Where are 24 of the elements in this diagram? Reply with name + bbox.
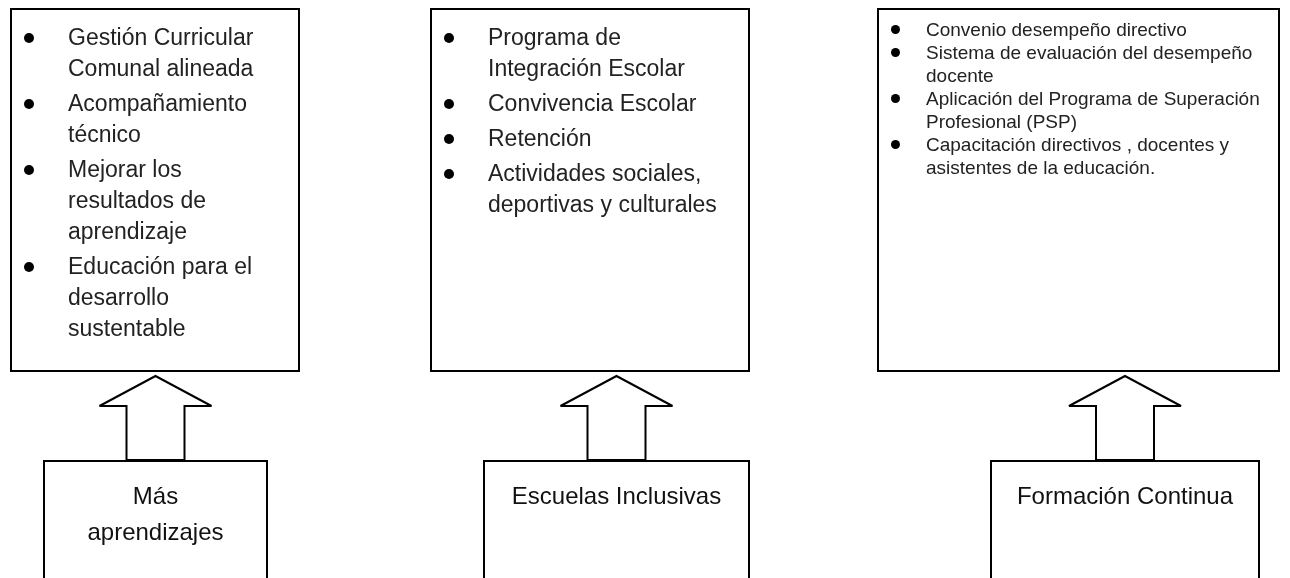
- pillar-box: [43, 460, 268, 578]
- pillar-title: Formación Continua: [1015, 481, 1235, 511]
- pillar-title: Más aprendizajes: [86, 481, 225, 547]
- block-arrow: [98, 374, 213, 461]
- block-arrow: [559, 374, 674, 461]
- list-item-text: Sistema de evaluación del desempeño docente: [926, 41, 1254, 87]
- pillar-box: [483, 460, 750, 578]
- list-item-text: Mejorar los resultados de aprendizaje: [68, 155, 208, 246]
- list-item-text: Educación para el desarrollo sustentable: [68, 252, 254, 343]
- block-arrow: [1068, 374, 1182, 461]
- list-item-text: Convenio desempeño directivo: [926, 18, 1187, 41]
- list-item-text: Gestión Curricular Comunal alineada: [68, 23, 255, 83]
- pillar-box: [990, 460, 1260, 578]
- bullet-list-box: [10, 8, 300, 372]
- list-item-text: Actividades sociales, deportivas y culturales: [488, 159, 718, 219]
- bullet-list-box: [877, 8, 1280, 372]
- list-item-text: Capacitación directivos , docentes y asistentes de la educación.: [926, 133, 1231, 179]
- list-item-text: Programa de Integración Escolar: [488, 23, 686, 83]
- bullet-list-box: [430, 8, 750, 372]
- list-item-text: Convivencia Escolar: [488, 89, 697, 118]
- list-item-text: Retención: [488, 124, 592, 153]
- list-item-text: Aplicación del Programa de Superación Profesional (PSP): [926, 87, 1261, 133]
- pillar-title: Escuelas Inclusivas: [510, 481, 723, 511]
- list-item-text: Acompañamiento técnico: [68, 89, 248, 149]
